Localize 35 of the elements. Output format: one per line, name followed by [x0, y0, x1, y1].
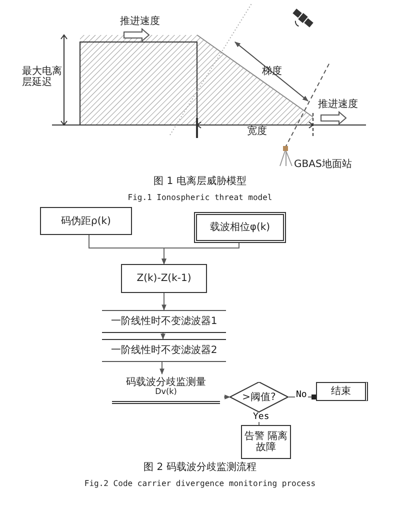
process-box [40, 207, 132, 235]
decision-diamond [230, 382, 288, 412]
process-box [121, 264, 207, 293]
node-text: 码伪距ρ(k) [61, 216, 111, 226]
label: 推进速度 [120, 16, 160, 27]
arrow [162, 292, 166, 311]
label: 宽度 [246, 126, 268, 137]
arrow [160, 362, 164, 375]
terminal-box [316, 382, 368, 401]
edge-label: Yes [252, 412, 270, 422]
process-box [102, 339, 226, 362]
process-box [194, 212, 286, 243]
label: 梯度 [262, 66, 282, 77]
node-text: 告警 隔离故障 [244, 431, 288, 453]
caption: 图 2 码载波分歧监测流程 [144, 462, 256, 473]
node-text: 一阶线性时不变滤波器2 [110, 345, 218, 356]
node-text: 码载波分歧监测量 [126, 377, 206, 388]
node-text: >阈值? [242, 392, 276, 402]
caption: 图 1 电离层威胁模型 [154, 176, 246, 187]
node-text: 结束 [331, 386, 351, 397]
arrow [162, 242, 240, 265]
caption: Fig.1 Ionospheric threat model [128, 194, 272, 203]
label: GBAS地面站 [294, 159, 352, 170]
process-box [102, 310, 226, 333]
arrow [160, 332, 166, 340]
arrow [224, 394, 231, 400]
label: 推进速度 [318, 99, 358, 110]
caption: Fig.2 Code carrier divergence monitoring process [84, 480, 316, 489]
label: 最大电离层延迟 [22, 66, 63, 88]
node-text: 载波相位φ(k) [210, 222, 270, 233]
node-text: 一阶线性时不变滤波器1 [110, 316, 218, 327]
node-text: Z(k)-Z(k-1) [136, 273, 192, 284]
node-subtext: Dv(k) [155, 388, 177, 397]
process-box [241, 425, 291, 459]
process-box [112, 374, 220, 404]
